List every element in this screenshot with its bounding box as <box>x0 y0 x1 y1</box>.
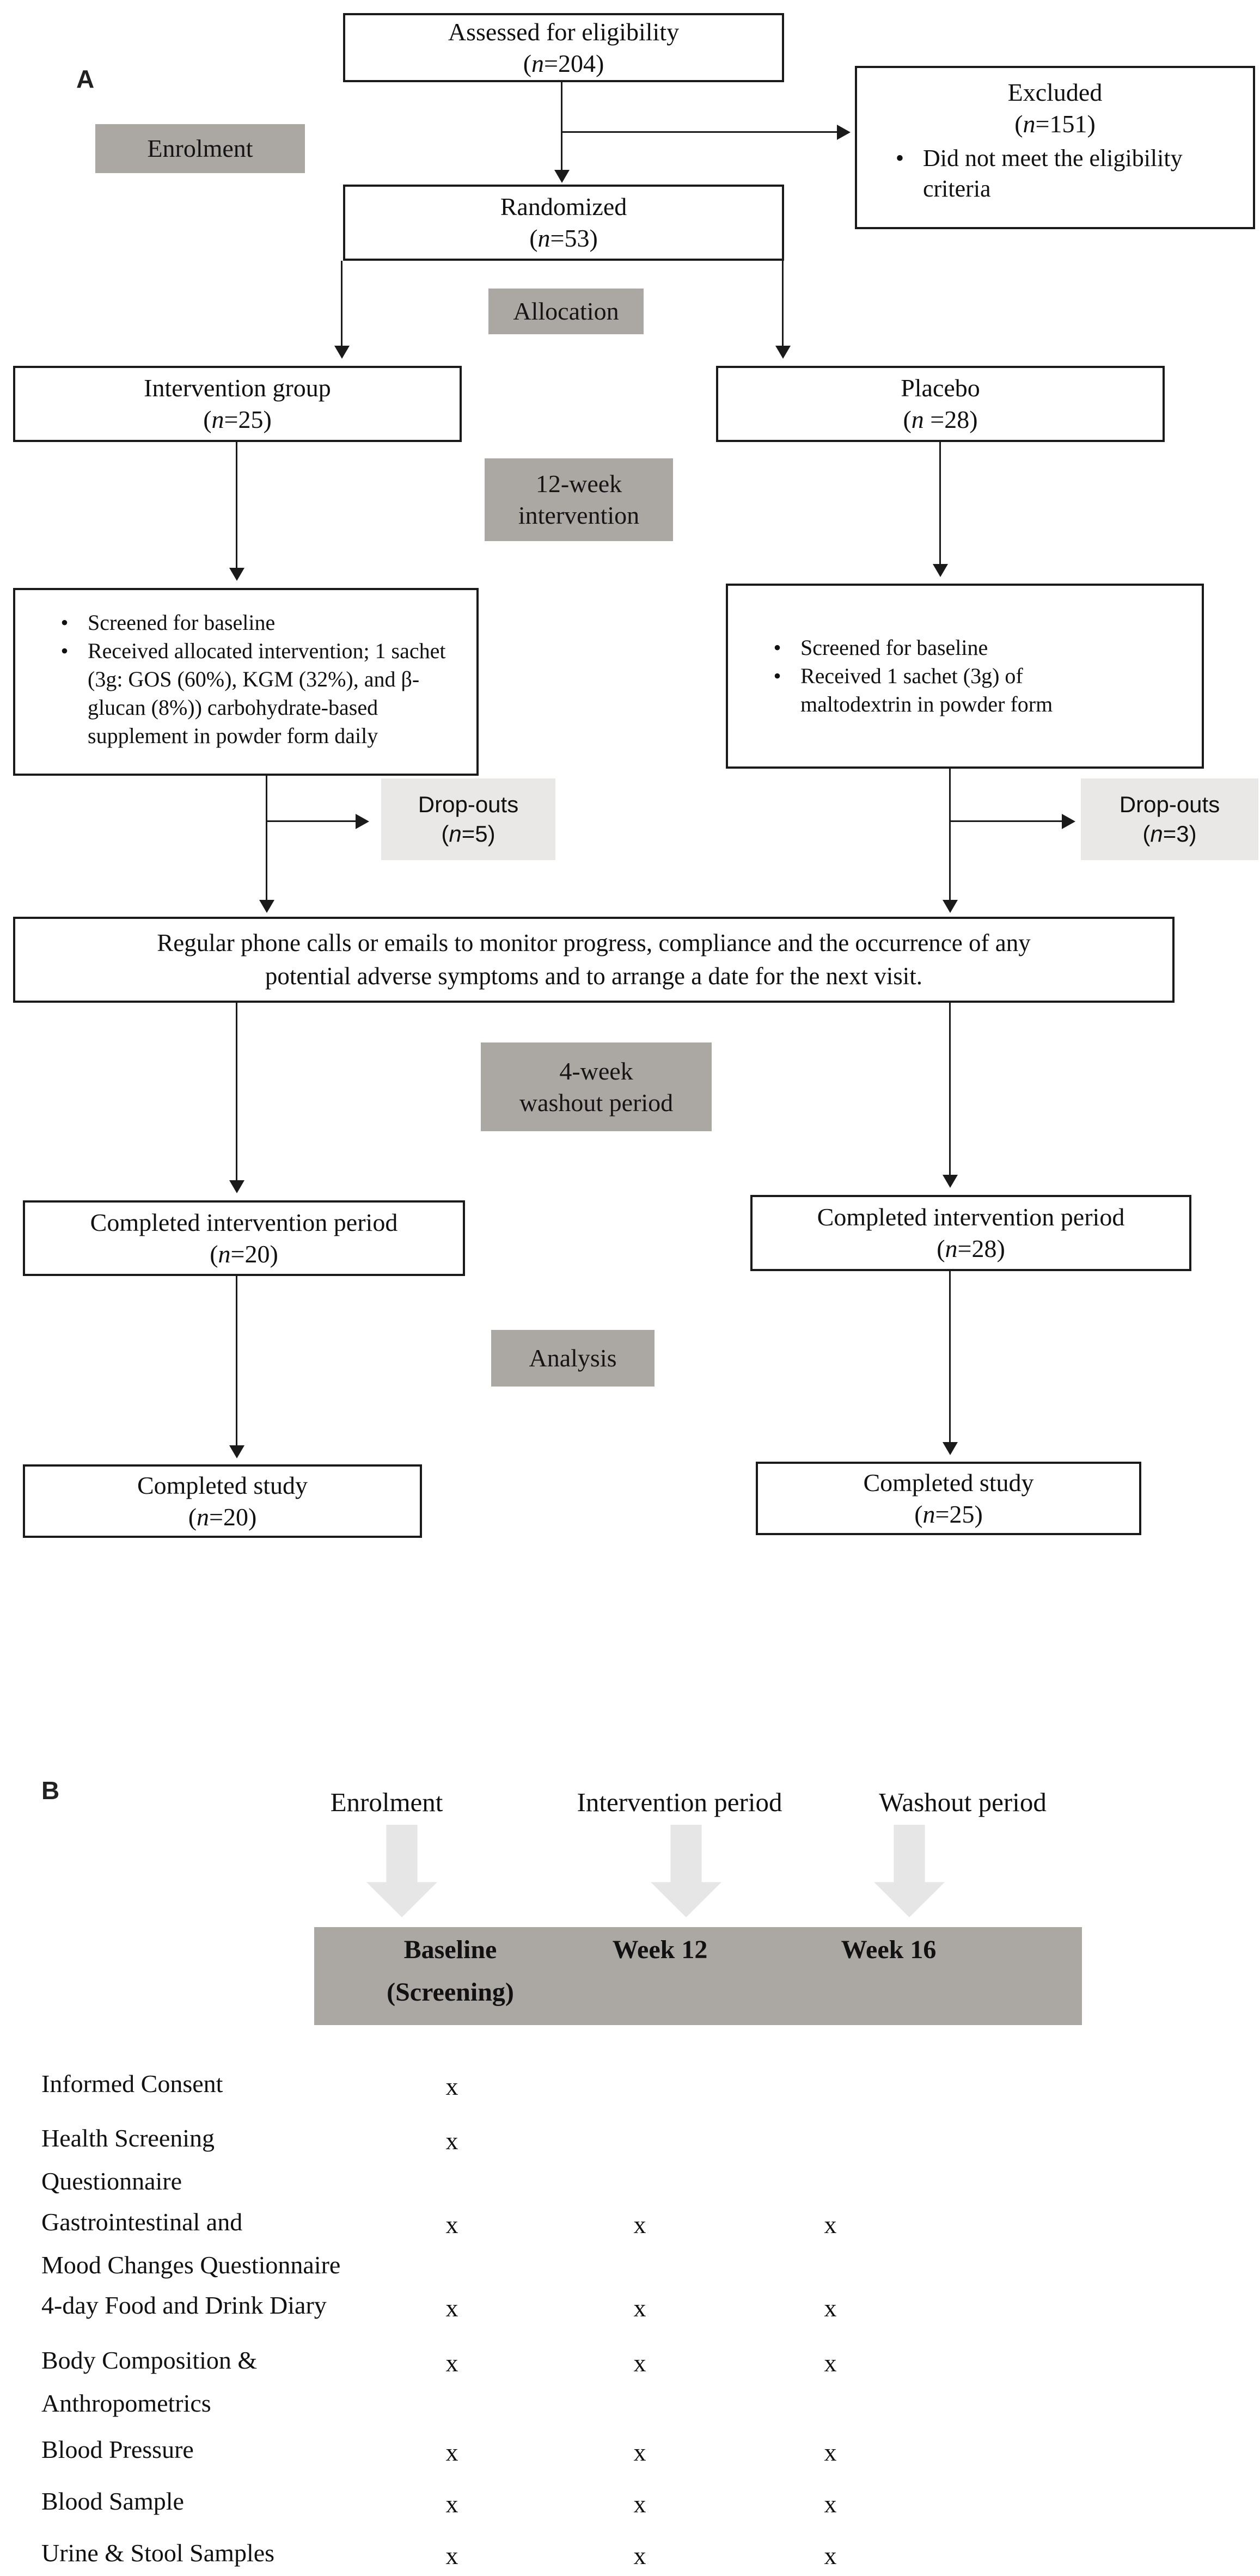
connector-randomized-intervention <box>341 261 342 347</box>
connector-assessed-excluded <box>561 131 837 133</box>
timepoint-baseline-line1: Baseline <box>403 1935 497 1964</box>
bullet-icon: • <box>895 145 904 171</box>
connector-intervention-details <box>236 442 237 569</box>
completed-intervention-right-box: Completed intervention period (n=28) <box>750 1195 1191 1271</box>
randomized-title: Randomized <box>500 193 627 220</box>
excluded-n: (n=151) <box>1014 110 1096 138</box>
assessed-n: (n=204) <box>523 49 604 77</box>
excluded-title: Excluded <box>1007 78 1103 106</box>
arrowhead-down-icon <box>229 1445 244 1458</box>
assessed-box: Assessed for eligibility (n=204) <box>343 13 784 82</box>
connector-completed-study-right <box>949 1271 951 1443</box>
arrowhead-down-icon <box>229 1180 244 1193</box>
placebo-details-box: • Screened for baseline • Received 1 sac… <box>726 584 1204 769</box>
monitoring-box: Regular phone calls or emails to monitor… <box>13 917 1175 1003</box>
excluded-bullet: • Did not meet the eligibility criteria <box>857 143 1253 204</box>
excluded-box: Excluded (n=151) • Did not meet the elig… <box>855 66 1255 229</box>
stage-4-week-washout: 4-week washout period <box>481 1042 712 1131</box>
arrowhead-right-icon <box>1062 814 1075 829</box>
intervention-bullet-2: • Received allocated intervention; 1 sac… <box>41 637 471 750</box>
assessed-title: Assessed for eligibility <box>448 17 680 46</box>
stage-allocation: Allocation <box>488 289 644 334</box>
timepoint-bar: Baseline (Screening) Week 12 Week 16 <box>314 1927 1082 2025</box>
bullet-icon: • <box>60 639 69 663</box>
panel-b-label: B <box>41 1776 60 1805</box>
arrowhead-down-icon <box>229 568 244 581</box>
randomized-box: Randomized (n=53) <box>343 185 784 261</box>
arrowhead-down-icon <box>259 900 274 913</box>
connector-assessed-randomized <box>561 82 562 171</box>
connector-intervention-dropouts <box>266 820 357 822</box>
phase-header-washout-period: Washout period <box>879 1787 1047 1817</box>
connector-placebo-dropouts <box>949 820 1063 822</box>
arrowhead-down-icon <box>943 1175 958 1188</box>
phase-header-enrolment: Enrolment <box>330 1787 443 1817</box>
timepoint-week12: Week 12 <box>612 1935 708 1964</box>
arrowhead-down-icon <box>775 346 791 359</box>
panel-a-label: A <box>76 65 95 93</box>
arrowhead-down-icon <box>933 564 948 577</box>
stage-enrolment: Enrolment <box>95 124 305 173</box>
dropouts-placebo-box: Drop-outs (n=3) <box>1081 778 1258 860</box>
connector-placebo-details <box>939 442 941 565</box>
placebo-n: (n =28) <box>903 406 978 433</box>
completed-study-left-box: Completed study (n=20) <box>23 1464 422 1538</box>
placebo-title: Placebo <box>901 374 980 402</box>
stage-12-week-intervention: 12-week intervention <box>485 458 673 541</box>
bullet-icon: • <box>773 664 781 688</box>
connector-placebo-monitoring <box>949 769 951 901</box>
intervention-group-n: (n=25) <box>203 406 272 433</box>
intervention-group-title: Intervention group <box>144 374 331 402</box>
arrowhead-down-icon <box>554 170 570 183</box>
completed-intervention-left-box: Completed intervention period (n=20) <box>23 1200 465 1276</box>
phase-header-intervention-period: Intervention period <box>577 1787 782 1817</box>
bullet-icon: • <box>773 635 781 660</box>
arrowhead-right-icon <box>356 814 369 829</box>
arrowhead-right-icon <box>837 125 851 140</box>
bullet-icon: • <box>60 610 69 635</box>
connector-monitoring-completed-right <box>949 1003 951 1176</box>
connector-intervention-monitoring <box>266 776 267 901</box>
placebo-bullet-1: • Screened for baseline <box>754 634 1196 662</box>
arrowhead-down-icon <box>943 900 958 913</box>
placebo-box: Placebo (n =28) <box>716 366 1165 442</box>
intervention-bullet-1: • Screened for baseline <box>41 609 471 637</box>
randomized-n: (n=53) <box>529 224 598 252</box>
dropouts-intervention-box: Drop-outs (n=5) <box>381 778 555 860</box>
intervention-details-box: • Screened for baseline • Received alloc… <box>13 588 479 776</box>
placebo-bullet-2: • Received 1 sachet (3g) of maltodextrin… <box>754 662 1196 719</box>
arrowhead-down-icon <box>943 1442 958 1455</box>
down-block-arrow-icon <box>366 1825 437 1917</box>
arrowhead-down-icon <box>334 346 350 359</box>
stage-analysis: Analysis <box>491 1330 655 1387</box>
connector-completed-study-left <box>236 1276 237 1446</box>
down-block-arrow-icon <box>874 1825 945 1917</box>
timepoint-baseline-line2: (Screening) <box>387 1978 514 2007</box>
connector-monitoring-completed-left <box>236 1003 237 1181</box>
intervention-group-box: Intervention group (n=25) <box>13 366 462 442</box>
timepoint-week16: Week 16 <box>841 1935 937 1964</box>
completed-study-right-box: Completed study (n=25) <box>756 1462 1141 1535</box>
connector-randomized-placebo <box>782 261 784 347</box>
down-block-arrow-icon <box>651 1825 721 1917</box>
